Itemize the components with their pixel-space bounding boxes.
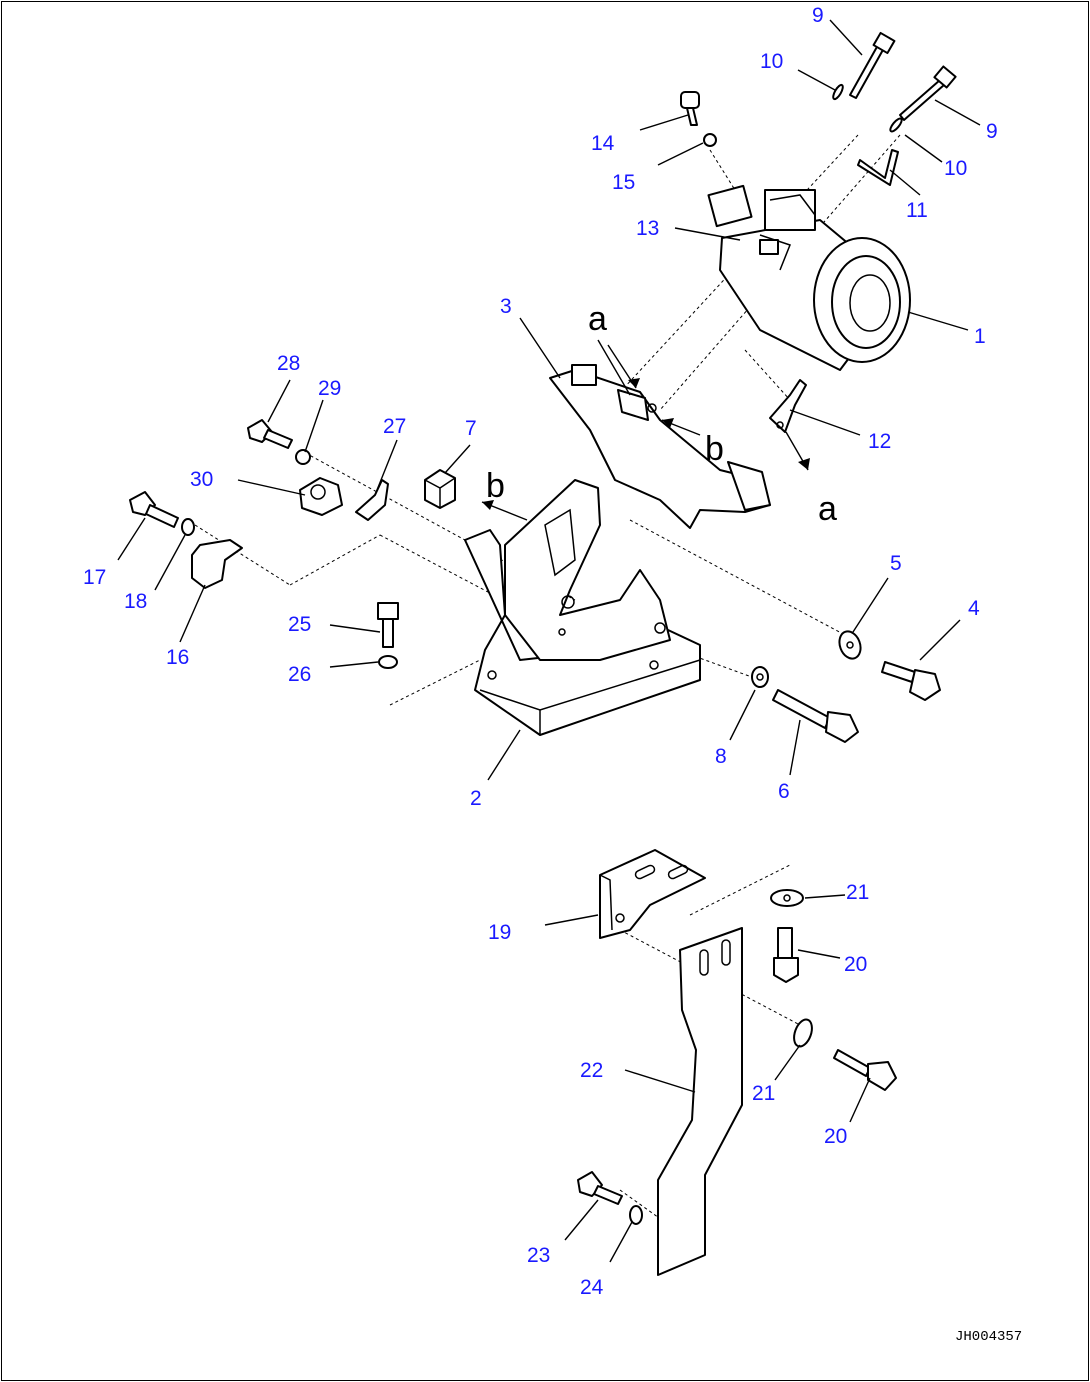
view-arrows <box>481 344 810 521</box>
callout-9-upper: 9 <box>812 4 824 27</box>
callout-14: 14 <box>591 132 615 155</box>
callout-26: 26 <box>288 663 311 686</box>
callout-18: 18 <box>124 590 147 613</box>
callout-25: 25 <box>288 613 311 636</box>
callout-28: 28 <box>277 352 300 375</box>
view-marker-b-left: b <box>486 467 505 505</box>
callout-7: 7 <box>465 417 477 440</box>
leader-lines <box>117 19 981 1263</box>
callout-19: 19 <box>488 921 511 944</box>
callout-2: 2 <box>470 787 482 810</box>
callout-13: 13 <box>636 217 659 240</box>
upper-bracket-part-3 <box>549 364 771 529</box>
callout-20-upper: 20 <box>844 953 867 976</box>
callout-4: 4 <box>968 597 980 620</box>
callout-23: 23 <box>527 1244 550 1267</box>
callout-1: 1 <box>974 325 986 348</box>
callout-16: 16 <box>166 646 189 669</box>
callout-15: 15 <box>612 171 635 194</box>
view-marker-a-bottom: a <box>818 490 837 528</box>
callout-10-upper: 10 <box>760 50 783 73</box>
compressor-part-1 <box>707 184 911 371</box>
callout-29: 29 <box>318 377 341 400</box>
callout-8: 8 <box>715 745 727 768</box>
fasteners <box>129 31 957 1253</box>
drawing-number: JH004357 <box>955 1329 1022 1345</box>
stay-part-22 <box>657 927 743 1276</box>
callout-6: 6 <box>778 780 790 803</box>
callout-12: 12 <box>868 430 891 453</box>
main-bracket-part-2 <box>464 479 701 736</box>
callout-22: 22 <box>580 1059 603 1082</box>
callout-27: 27 <box>383 415 406 438</box>
callout-24: 24 <box>580 1276 604 1299</box>
callout-5: 5 <box>890 552 902 575</box>
callout-21-upper: 21 <box>846 881 869 904</box>
callout-9-right: 9 <box>986 120 998 143</box>
callout-11: 11 <box>906 199 928 222</box>
callout-20-lower: 20 <box>824 1125 847 1148</box>
callout-17: 17 <box>83 566 106 589</box>
callout-30: 30 <box>190 468 213 491</box>
view-marker-a-top: a <box>588 300 607 338</box>
lower-bracket-part-19 <box>599 849 706 939</box>
view-marker-b-right: b <box>705 430 724 468</box>
callout-3: 3 <box>500 295 512 318</box>
callout-10-right: 10 <box>944 157 967 180</box>
callout-labels: 1 2 3 4 5 6 7 8 9 9 10 10 11 12 13 14 15… <box>83 4 1022 1345</box>
spacer-block-part-7 <box>424 469 456 509</box>
callout-21-lower: 21 <box>752 1082 775 1105</box>
